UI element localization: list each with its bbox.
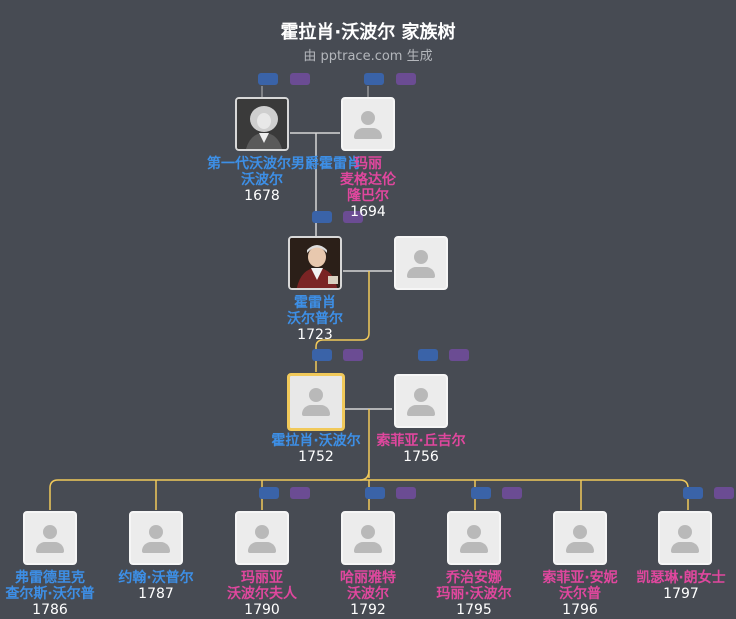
expand-mother-badge[interactable]	[343, 349, 363, 361]
expand-father-badge[interactable]	[312, 211, 332, 223]
expand-father-badge[interactable]	[258, 73, 278, 85]
expand-mother-badge[interactable]	[343, 211, 363, 223]
expand-father-badge[interactable]	[259, 487, 279, 499]
person-name-line3: 隆巴尔	[347, 188, 389, 204]
person-label-horatio: 霍拉肖·沃波尔 1752	[261, 433, 371, 465]
person-name: 第一代沃波尔男爵霍雷肖	[207, 156, 361, 172]
child-card[interactable]	[553, 511, 607, 565]
birth-year: 1678	[244, 188, 280, 204]
child-card[interactable]	[447, 511, 501, 565]
child-card[interactable]	[235, 511, 289, 565]
child-label: 玛丽亚 沃波尔夫人 1790	[207, 570, 317, 618]
expand-mother-badge[interactable]	[396, 487, 416, 499]
person-card-sophia[interactable]	[394, 374, 448, 428]
person-name-line2: 沃尔普尔	[287, 311, 343, 327]
child-name: 弗雷德里克	[15, 570, 85, 586]
birth-year: 1796	[562, 602, 598, 618]
child-name: 索菲亚·安妮	[542, 570, 618, 586]
birth-year: 1792	[350, 602, 386, 618]
birth-year: 1756	[403, 449, 439, 465]
child-name-line2: 沃尔普	[559, 586, 601, 602]
child-label: 约翰·沃普尔 1787	[101, 570, 211, 602]
child-label: 凯瑟琳·朗女士 1797	[626, 570, 736, 602]
placeholder-avatar-icon	[467, 525, 481, 539]
expand-mother-badge[interactable]	[714, 487, 734, 499]
child-name: 约翰·沃普尔	[118, 570, 194, 586]
person-label-robert-sr: 第一代沃波尔男爵霍雷肖 沃波尔 1678	[207, 156, 361, 204]
placeholder-avatar-icon	[414, 250, 428, 264]
expand-mother-badge[interactable]	[290, 487, 310, 499]
person-name-line2: 麦格达伦	[340, 172, 396, 188]
person-card-mary[interactable]	[341, 97, 395, 151]
portrait-image	[237, 99, 287, 149]
child-name-line2: 查尔斯·沃尔普	[5, 586, 95, 602]
person-name: 霍雷肖	[294, 295, 336, 311]
child-label: 弗雷德里克 查尔斯·沃尔普 1786	[0, 570, 105, 618]
expand-mother-badge[interactable]	[396, 73, 416, 85]
person-name: 霍拉肖·沃波尔	[271, 433, 361, 449]
child-label: 索菲亚·安妮 沃尔普 1796	[525, 570, 635, 618]
portrait-image	[290, 238, 340, 288]
person-label-sophia: 索菲亚·丘吉尔 1756	[366, 433, 476, 465]
placeholder-avatar-icon	[573, 525, 587, 539]
birth-year: 1795	[456, 602, 492, 618]
birth-year: 1723	[297, 327, 333, 343]
child-name-line2: 沃波尔夫人	[227, 586, 297, 602]
expand-father-badge[interactable]	[683, 487, 703, 499]
birth-year: 1694	[350, 204, 386, 220]
page-title: 霍拉肖·沃波尔 家族树	[280, 22, 456, 43]
expand-father-badge[interactable]	[364, 73, 384, 85]
child-name: 凯瑟琳·朗女士	[636, 570, 726, 586]
expand-mother-badge[interactable]	[502, 487, 522, 499]
birth-year: 1752	[298, 449, 334, 465]
person-label-mary: 玛丽 麦格达伦 隆巴尔 1694	[313, 156, 423, 220]
child-card[interactable]	[341, 511, 395, 565]
person-label-horatio-father: 霍雷肖 沃尔普尔 1723	[260, 295, 370, 343]
expand-mother-badge[interactable]	[290, 73, 310, 85]
child-label: 乔治安娜 玛丽·沃波尔 1795	[419, 570, 529, 618]
person-name: 索菲亚·丘吉尔	[376, 433, 466, 449]
birth-year: 1797	[663, 586, 699, 602]
birth-year: 1790	[244, 602, 280, 618]
child-name: 哈丽雅特	[340, 570, 396, 586]
placeholder-avatar-icon	[43, 525, 57, 539]
birth-year: 1787	[138, 586, 174, 602]
person-name: 玛丽	[354, 156, 382, 172]
person-card-horatio-father[interactable]	[288, 236, 342, 290]
expand-father-badge[interactable]	[312, 349, 332, 361]
birth-year: 1786	[32, 602, 68, 618]
expand-father-badge[interactable]	[471, 487, 491, 499]
child-label: 哈丽雅特 沃波尔 1792	[313, 570, 423, 618]
person-card-robert-sr[interactable]	[235, 97, 289, 151]
person-card-spouse[interactable]	[394, 236, 448, 290]
child-card[interactable]	[23, 511, 77, 565]
expand-father-badge[interactable]	[365, 487, 385, 499]
child-name-line2: 沃波尔	[347, 586, 389, 602]
child-name: 玛丽亚	[241, 570, 283, 586]
placeholder-avatar-icon	[255, 525, 269, 539]
placeholder-avatar-icon	[361, 525, 375, 539]
placeholder-avatar-icon	[414, 388, 428, 402]
placeholder-avatar-icon	[678, 525, 692, 539]
person-card-horatio-focus[interactable]	[287, 373, 345, 431]
person-name-line2: 沃波尔	[241, 172, 283, 188]
expand-mother-badge[interactable]	[449, 349, 469, 361]
child-card[interactable]	[658, 511, 712, 565]
expand-father-badge[interactable]	[418, 349, 438, 361]
placeholder-avatar-icon	[361, 111, 375, 125]
placeholder-avatar-icon	[149, 525, 163, 539]
child-name: 乔治安娜	[446, 570, 502, 586]
child-card[interactable]	[129, 511, 183, 565]
page-subtitle: 由 pptrace.com 生成	[303, 49, 433, 64]
child-name-line2: 玛丽·沃波尔	[436, 586, 512, 602]
placeholder-avatar-icon	[309, 388, 323, 402]
